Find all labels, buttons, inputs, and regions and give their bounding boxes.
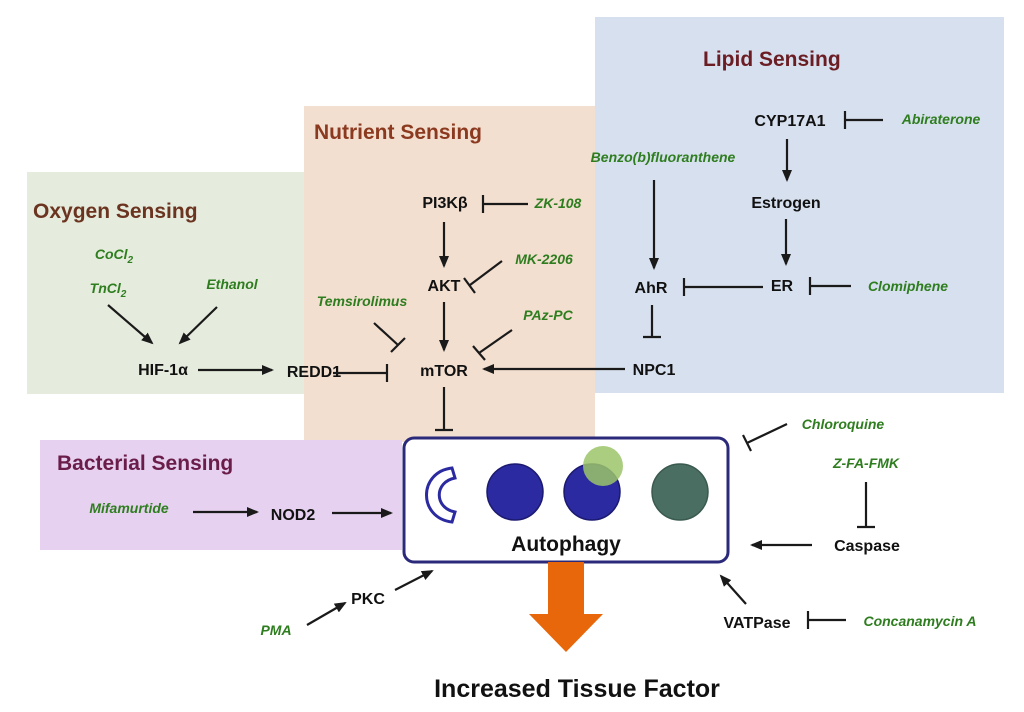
inhibit-mtor-to-autophagy: [435, 387, 453, 432]
node-cyp17a1: CYP17A1: [754, 113, 825, 130]
edge-ethanol-to-hif1a: [178, 306, 218, 345]
drug-concanamycin-a: Concanamycin A: [863, 613, 976, 629]
oxygen-sensing-region: [27, 172, 309, 394]
drug-temsirolimus: Temsirolimus: [317, 293, 408, 309]
bacterial-sensing-region: [40, 440, 402, 550]
lipid-sensing-title: Lipid Sensing: [703, 48, 841, 71]
drug-abiraterone: Abiraterone: [901, 111, 981, 127]
inhibit-clomiphene-to-er: [808, 277, 851, 295]
node-mtor: mTOR: [420, 363, 468, 380]
drug-z-fa-fmk: Z-FA-FMK: [832, 455, 900, 471]
lysosome-icon: [583, 446, 623, 486]
phagophore-icon: [425, 466, 457, 524]
node-vatpase: VATPase: [724, 615, 791, 632]
nutrient-sensing-region: [304, 106, 595, 442]
increased-tissue-factor-label: Increased Tissue Factor: [434, 675, 720, 703]
lipid-sensing-region: [595, 17, 1004, 393]
node-er: ER: [771, 278, 794, 295]
drug-pazpc: PAz-PC: [523, 307, 573, 323]
node-npc1: NPC1: [633, 362, 676, 379]
edge-tncl2-to-hif1a: [107, 304, 154, 345]
node-estrogen: Estrogen: [751, 195, 820, 212]
drug-benzo-b-fluoranthene: Benzo(b)fluoranthene: [591, 149, 736, 165]
node-hif1a: HIF-1α: [138, 362, 188, 379]
autophagy-label: Autophagy: [511, 533, 621, 556]
drug-pma: PMA: [260, 622, 291, 638]
edge-pma-to-pkc: [306, 601, 347, 626]
bacterial-sensing-title: Bacterial Sensing: [57, 452, 233, 475]
drug-mk2206: MK-2206: [515, 251, 573, 267]
inhibit-pazpc-to-mtor: [472, 329, 513, 361]
inhibit-redd1-to-mtor: [333, 364, 389, 382]
autophagosome-icon: [486, 463, 544, 521]
inhibit-temsirolimus-to-mtor: [373, 322, 406, 353]
drug-mifamurtide: Mifamurtide: [89, 500, 169, 516]
drug-zk108: ZK-108: [534, 195, 582, 211]
inhibit-er-to-ahr: [682, 278, 763, 296]
drug-cocl2: CoCl2: [95, 246, 134, 266]
node-caspase: Caspase: [834, 538, 900, 555]
edge-pkc-to-autophagy: [394, 570, 434, 591]
oxygen-sensing-title: Oxygen Sensing: [33, 200, 198, 223]
inhibition-edges: [333, 111, 883, 629]
drug-clomiphene: Clomiphene: [868, 278, 948, 294]
node-ahr: AhR: [635, 280, 668, 297]
inhibit-concanamycin-to-vatpase: [806, 611, 846, 629]
edge-vatpase-to-autophagy: [719, 574, 747, 605]
inhibit-chloroquine-to-autophagy: [742, 423, 788, 452]
inhibit-abiraterone-to-cyp17a1: [843, 111, 883, 129]
nutrient-sensing-title: Nutrient Sensing: [314, 121, 482, 144]
inhibit-ahr-to-npc1: [643, 305, 661, 339]
output-arrow: [529, 562, 603, 652]
node-nod2: NOD2: [271, 507, 316, 524]
inhibit-mk2206-to-akt: [463, 260, 503, 294]
node-pkc: PKC: [351, 591, 385, 608]
inhibit-zk108-to-pi3kb: [481, 195, 528, 213]
autolysosome-icon: [651, 463, 709, 521]
drug-ethanol: Ethanol: [206, 276, 258, 292]
node-akt: AKT: [428, 278, 461, 295]
activation-arrows: [107, 139, 812, 626]
node-pi3kb: PI3Kβ: [422, 195, 468, 212]
node-redd1: REDD1: [287, 364, 341, 381]
drug-tncl2: TnCl2: [90, 280, 127, 300]
inhibit-z-fa-fmk-to-caspase: [857, 482, 875, 529]
drug-chloroquine: Chloroquine: [802, 416, 885, 432]
